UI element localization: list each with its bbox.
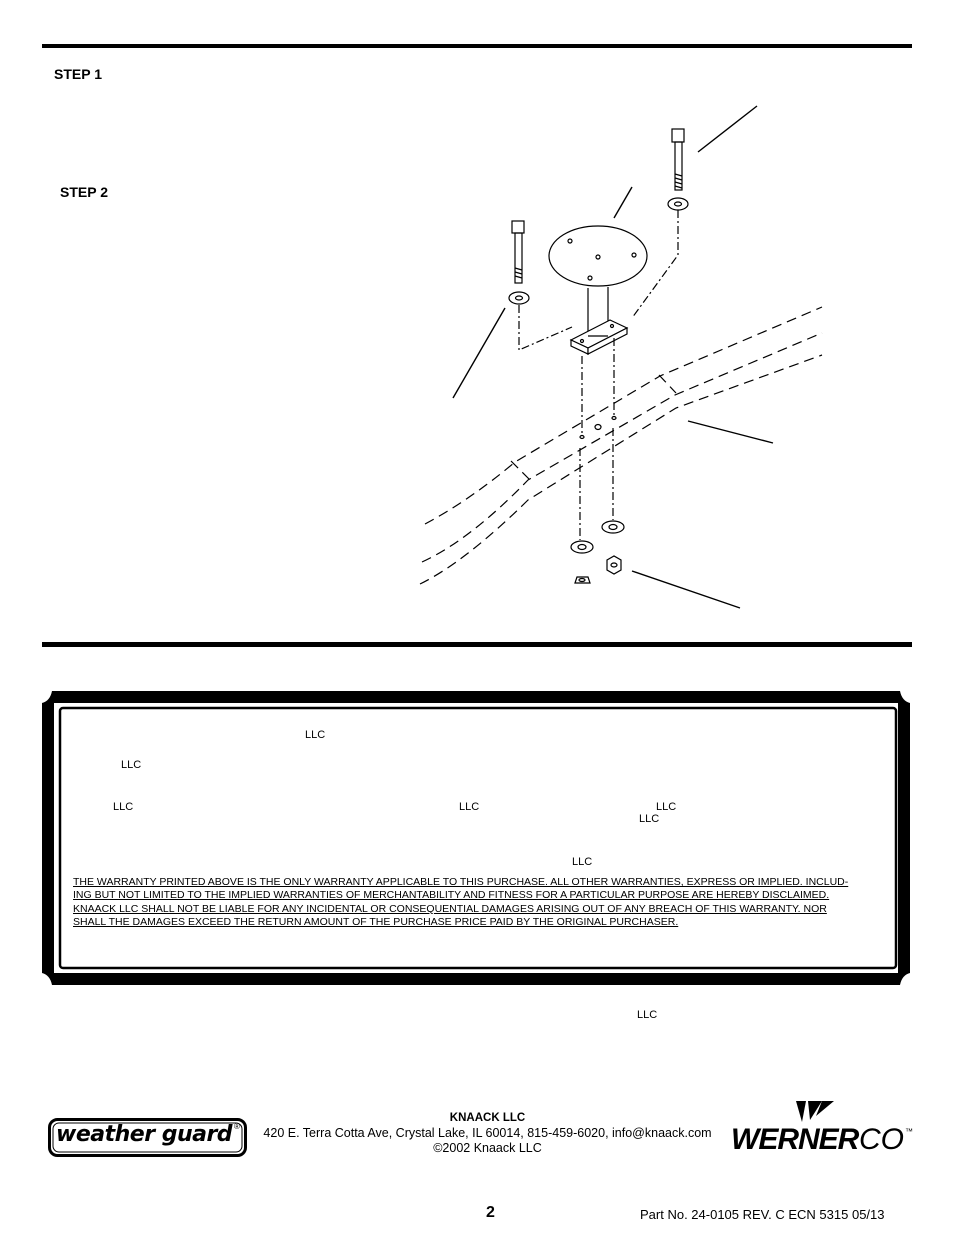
- part-number: Part No. 24-0105 REV. C ECN 5315 05/13: [640, 1207, 885, 1222]
- weather-guard-logo: weather guard ®: [48, 1118, 248, 1158]
- step-1-heading: STEP 1: [54, 66, 102, 82]
- warranty-llc-3: LLC: [113, 801, 134, 813]
- weather-guard-logo-text: weather guard: [56, 1122, 233, 1147]
- warranty-llc-6: LLC: [639, 813, 660, 825]
- werner-logo-co: CO: [859, 1123, 904, 1156]
- step-2-heading: STEP 2: [60, 184, 108, 200]
- warranty-llc-1: LLC: [305, 729, 326, 741]
- warranty-llc-5: LLC: [656, 801, 677, 813]
- warranty-llc-4: LLC: [459, 801, 480, 813]
- warranty-llc-2: LLC: [121, 759, 142, 771]
- warranty-disclaimer: THE WARRANTY PRINTED ABOVE IS THE ONLY W…: [73, 876, 849, 929]
- top-rule: [42, 44, 912, 48]
- company-info: KNAACK LLC 420 E. Terra Cotta Ave, Cryst…: [255, 1111, 720, 1156]
- below-box-llc: LLC: [637, 1009, 658, 1021]
- werner-logo-trademark: ™: [905, 1127, 913, 1136]
- company-name: KNAACK LLC: [449, 1112, 526, 1124]
- warranty-llc-7: LLC: [572, 856, 593, 868]
- copyright: ©2002 Knaack LLC: [433, 1141, 542, 1155]
- warranty-box: [42, 691, 910, 985]
- werner-co-logo: WERNER CO ™: [730, 1098, 915, 1158]
- section-rule: [42, 642, 912, 647]
- company-address: 420 E. Terra Cotta Ave, Crystal Lake, IL…: [263, 1126, 712, 1140]
- weather-guard-registered-mark: ®: [234, 1122, 240, 1131]
- werner-logo-text: WERNER: [731, 1123, 859, 1156]
- page-number: 2: [486, 1204, 495, 1221]
- assembly-diagram: [419, 105, 823, 609]
